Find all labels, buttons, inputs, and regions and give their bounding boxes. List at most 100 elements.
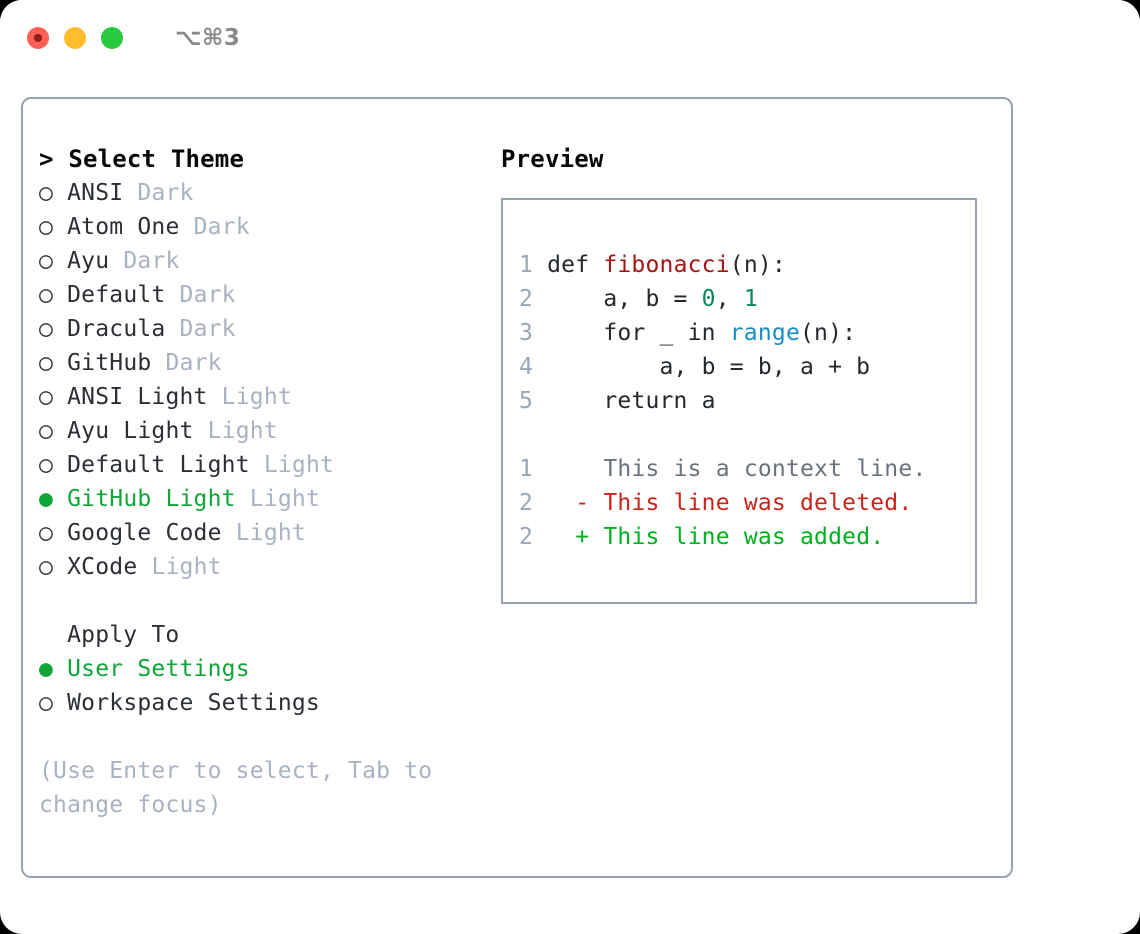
theme-list-item-ayu-dark[interactable]: ○ Ayu Dark: [39, 244, 489, 278]
minimize-window-button[interactable]: [64, 27, 86, 49]
theme-kind-label: Dark: [193, 214, 250, 240]
theme-name-label: Default Light: [67, 452, 250, 478]
theme-kind-label: Light: [207, 418, 278, 444]
radio-icon: ○: [39, 452, 54, 478]
theme-name-label: Atom One: [67, 214, 180, 240]
diff-line-deleted: 2 - This line was deleted.: [519, 486, 967, 520]
theme-kind-label: Light: [221, 384, 292, 410]
line-number: 5: [519, 388, 534, 414]
code-line: 2 a, b = 0, 1: [519, 282, 967, 316]
radio-icon: ○: [39, 350, 54, 376]
radio-icon: ○: [39, 520, 54, 546]
theme-list-item-default-dark[interactable]: ○ Default Dark: [39, 278, 489, 312]
close-window-button[interactable]: [27, 27, 49, 49]
code-token: ,: [715, 286, 744, 312]
theme-name-label: Google Code: [67, 520, 222, 546]
select-theme-header: > Select Theme: [39, 142, 489, 176]
line-number: 1: [519, 456, 534, 482]
theme-name-label: GitHub: [67, 350, 152, 376]
line-number: 4: [519, 354, 534, 380]
line-number: 2: [519, 286, 534, 312]
code-token: a, b =: [547, 286, 702, 312]
diff-marker: -: [575, 490, 590, 516]
theme-list-item-google-code[interactable]: ○ Google Code Light: [39, 516, 489, 550]
theme-list: ○ ANSI Dark ○ Atom One Dark ○ Ayu Dark ○…: [39, 176, 489, 584]
theme-name: [53, 180, 67, 206]
spacer: [39, 584, 489, 618]
code-token-number: 0: [701, 286, 716, 312]
theme-kind-label: Light: [263, 452, 335, 478]
theme-list-item-ayu-light[interactable]: ○ Ayu Light Light: [39, 414, 489, 448]
theme-list-item-github-dark[interactable]: ○ GitHub Dark: [39, 346, 489, 380]
radio-icon: ○: [39, 418, 54, 444]
line-number: 2: [519, 490, 534, 516]
apply-to-header: Apply To: [39, 622, 180, 648]
apply-to-item-user-settings[interactable]: ● User Settings: [39, 652, 489, 686]
traffic-lights: [27, 27, 123, 49]
code-token: for _ in: [547, 320, 730, 346]
diff-text: This is a context line.: [603, 456, 927, 482]
theme-list-item-xcode[interactable]: ○ XCode Light: [39, 550, 489, 584]
code-token-builtin: range: [729, 320, 800, 346]
keyboard-hint-text: (Use Enter to select, Tab to change focu…: [39, 758, 433, 818]
diff-text: This line was added.: [603, 524, 885, 550]
theme-name-label: ANSI Light: [67, 384, 208, 410]
theme-kind-label: Dark: [137, 180, 194, 206]
theme-name-label: XCode: [67, 554, 138, 580]
theme-list-item-ansi-dark[interactable]: ○ ANSI Dark: [39, 176, 489, 210]
title-bar: ⌥⌘3: [0, 0, 1140, 76]
theme-name-label: Ayu: [67, 248, 110, 274]
theme-kind-label: Light: [235, 520, 306, 546]
radio-icon: ○: [39, 690, 54, 716]
code-token-function: fibonacci: [603, 252, 730, 278]
code-token: (n):: [800, 320, 857, 346]
theme-list-item-github-light[interactable]: ● GitHub Light Light: [39, 482, 489, 516]
apply-to-label: User Settings: [67, 656, 250, 682]
keyboard-shortcut-label: ⌥⌘3: [175, 25, 241, 51]
code-line: 5 return a: [519, 384, 967, 418]
theme-kind: [123, 180, 137, 206]
code-token: return a: [547, 388, 716, 414]
diff-marker: +: [575, 524, 590, 550]
radio-icon-selected: ●: [39, 486, 54, 512]
theme-kind-label: Dark: [179, 282, 236, 308]
radio-icon: ○: [39, 214, 54, 240]
select-theme-header-label: Select Theme: [68, 145, 245, 173]
main-panel: > Select Theme ○ ANSI Dark ○ Atom One Da…: [21, 97, 1013, 878]
diff-line-context: 1 This is a context line.: [519, 452, 967, 486]
theme-list-item-ansi-light[interactable]: ○ ANSI Light Light: [39, 380, 489, 414]
line-number: 1: [519, 252, 534, 278]
code-token-number: 1: [743, 286, 758, 312]
code-token: def: [547, 252, 604, 278]
theme-name-label: Ayu Light: [67, 418, 194, 444]
maximize-window-button[interactable]: [101, 27, 123, 49]
theme-name-label: ANSI: [67, 180, 124, 206]
diff-text: This line was deleted.: [603, 490, 913, 516]
radio-icon: ○: [39, 248, 54, 274]
preview-box: 1 def fibonacci (n): 2 a, b = 0, 1 3 for …: [501, 198, 977, 604]
theme-picker-column: > Select Theme ○ ANSI Dark ○ Atom One Da…: [39, 142, 489, 822]
line-number: 3: [519, 320, 534, 346]
radio-icon: ○: [39, 554, 54, 580]
apply-to-label: Workspace Settings: [67, 690, 320, 716]
radio-icon: ○: [39, 316, 54, 342]
radio-icon: ○: [39, 384, 54, 410]
line-number: 2: [519, 524, 534, 550]
theme-kind-label: Dark: [123, 248, 180, 274]
theme-kind-label: Dark: [165, 350, 222, 376]
theme-list-item-dracula-dark[interactable]: ○ Dracula Dark: [39, 312, 489, 346]
theme-kind-label: Light: [151, 554, 222, 580]
preview-column: Preview 1 def fibonacci (n): 2 a, b = 0, …: [501, 142, 991, 604]
theme-name-label: GitHub Light: [67, 486, 236, 512]
apply-to-item-workspace-settings[interactable]: ○ Workspace Settings: [39, 686, 489, 720]
theme-list-item-atom-one-dark[interactable]: ○ Atom One Dark: [39, 210, 489, 244]
code-sample: 1 def fibonacci (n): 2 a, b = 0, 1 3 for …: [519, 248, 967, 554]
radio-icon-selected: ●: [39, 656, 54, 682]
preview-header: Preview: [501, 145, 604, 173]
diff-line-added: 2 + This line was added.: [519, 520, 967, 554]
theme-list-item-default-light[interactable]: ○ Default Light Light: [39, 448, 489, 482]
code-line: 4 a, b = b, a + b: [519, 350, 967, 384]
theme-kind-label: Dark: [179, 316, 236, 342]
diff-marker: [575, 456, 589, 482]
